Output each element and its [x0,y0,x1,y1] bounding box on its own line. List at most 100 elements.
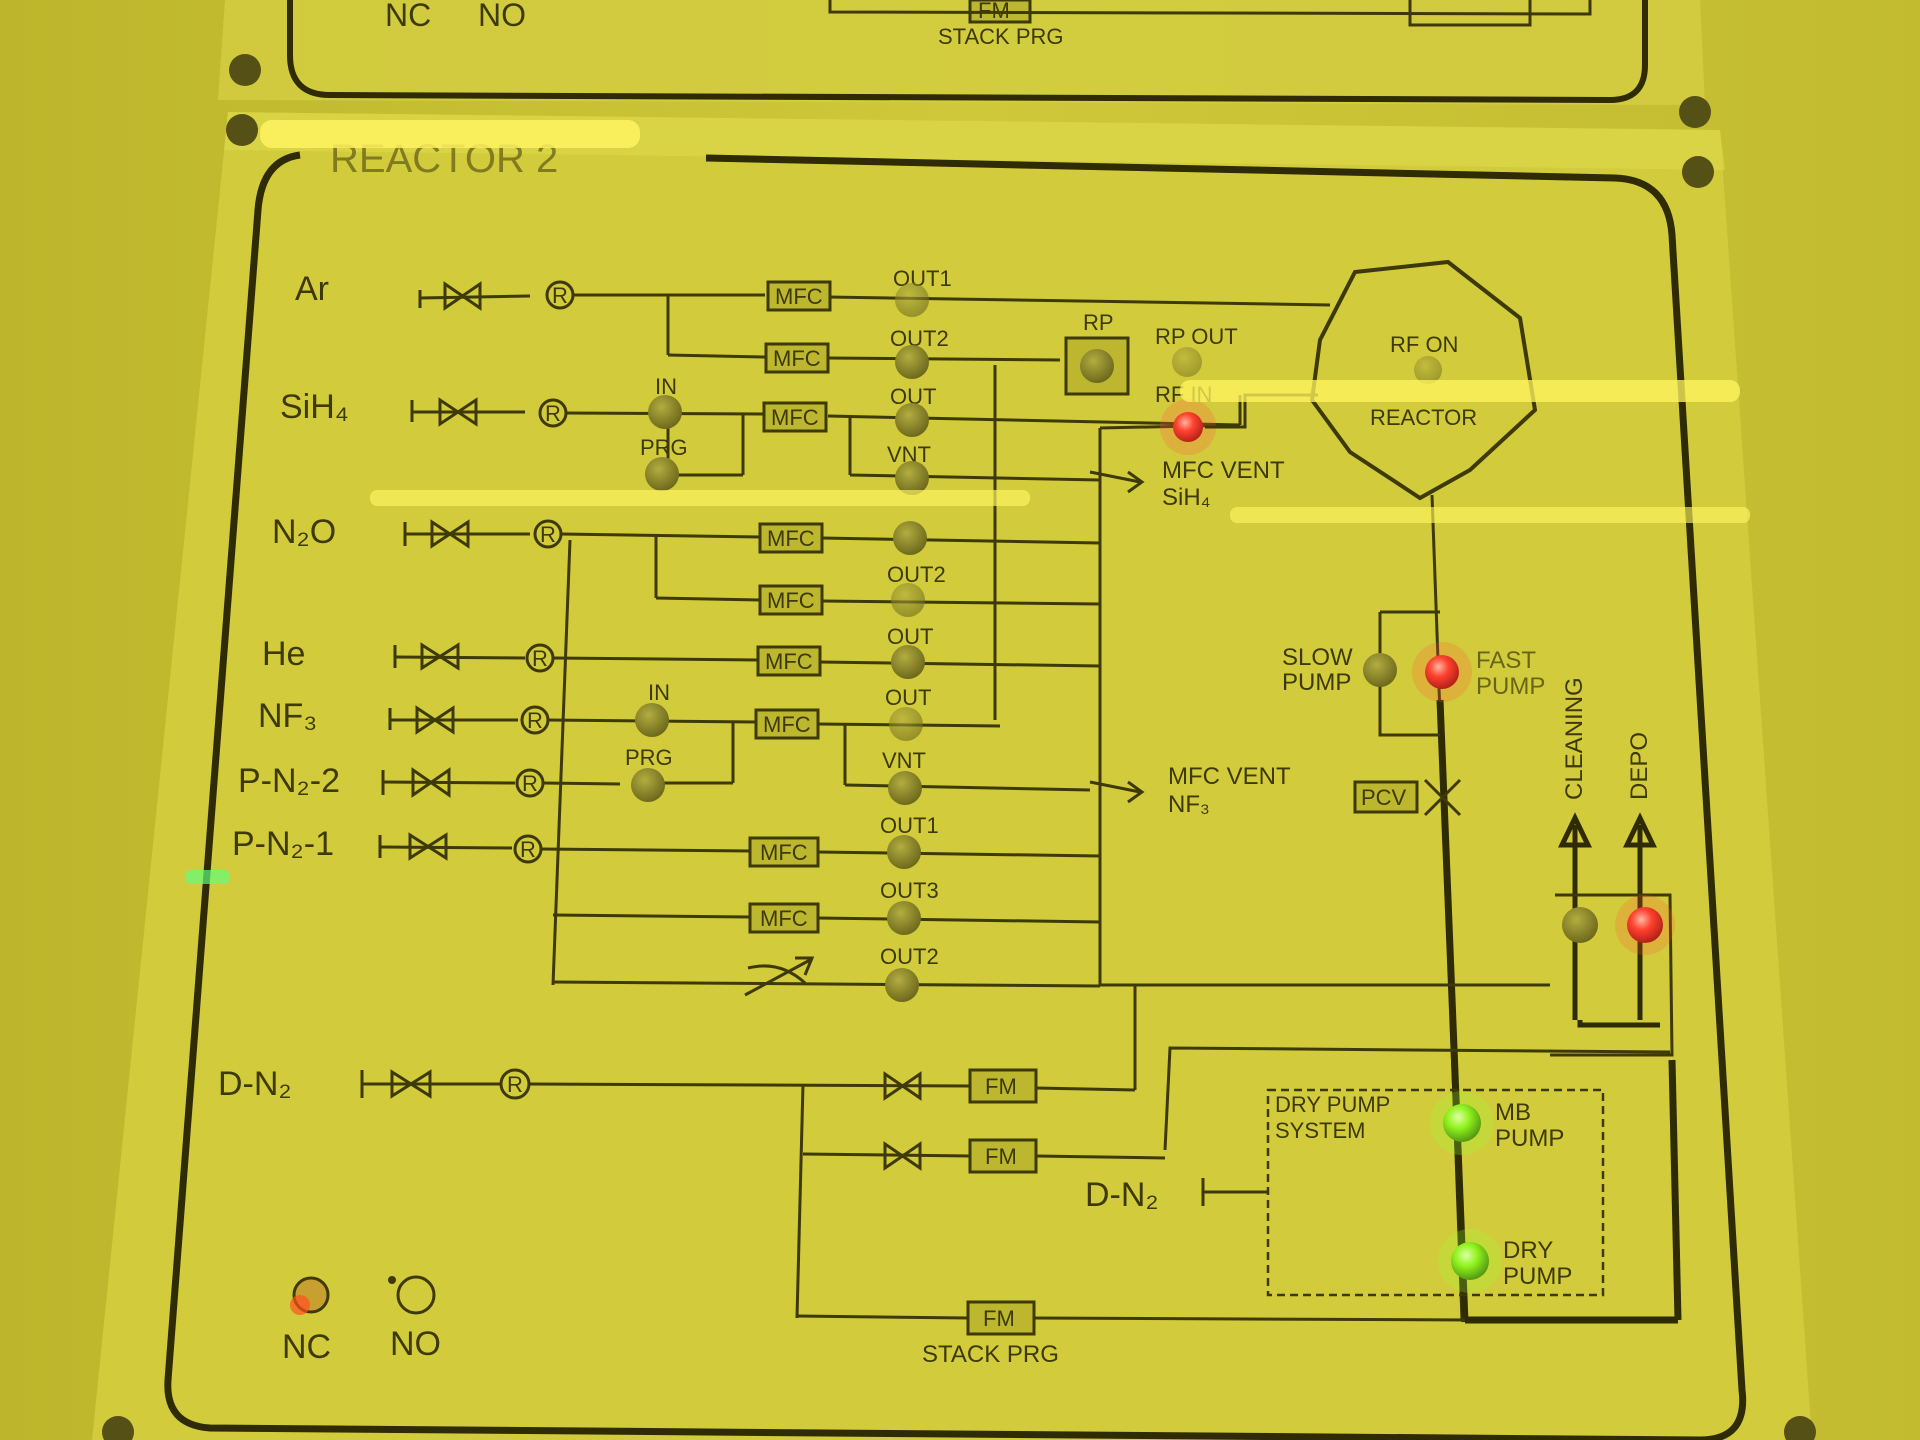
svg-text:OUT2: OUT2 [880,944,939,969]
svg-text:SYSTEM: SYSTEM [1275,1118,1365,1143]
screw-icon [1682,156,1714,188]
mfc-label: MFC [773,346,821,371]
fast-pump-led [1425,655,1459,689]
gas-schematic: Ar R SiH₄ R N₂O R [232,270,1331,997]
no-label: NO [390,1325,441,1363]
main-panel: REACTOR 2 [92,112,1812,1440]
upper-no-label: NO [478,0,526,33]
svg-text:PUMP: PUMP [1282,669,1351,696]
rp-out-led [1172,347,1202,377]
upper-panel: NC NO FM STACK PRG [218,0,1705,105]
svg-text:CLEANING: CLEANING [1561,677,1588,800]
reactor-outline [1309,259,1538,501]
svg-text:SiH₄: SiH₄ [1162,484,1210,511]
svg-text:IN: IN [655,374,677,399]
cleaning-led [1562,907,1598,943]
led-indicator [885,968,919,1002]
gas-label-he: He [262,635,305,673]
svg-text:R: R [552,283,568,308]
mfc-label: MFC [767,526,815,551]
needle-valve-icon [744,956,815,997]
screw-icon [229,54,261,86]
panel-border [164,151,1747,1440]
gas-label-pn21: P-N₂-1 [232,825,334,863]
svg-text:DRY PUMP: DRY PUMP [1275,1092,1390,1117]
gas-label-dn2: D-N₂ [218,1065,292,1103]
indicator-leds [631,283,929,1002]
svg-text:REACTOR: REACTOR [1370,405,1477,430]
svg-text:IN: IN [648,680,670,705]
valve-icon [438,397,478,427]
svg-text:PUMP: PUMP [1476,673,1545,700]
gas-label-dn2b: D-N₂ [1085,1176,1159,1214]
svg-text:OUT: OUT [885,685,931,710]
indicator-labels: OUT1 OUT2 OUT VNT IN PRG OUT2 OUT OUT IN… [625,266,952,969]
screw-icon [1784,1416,1816,1440]
d-n2-lines: D-N₂ R FM FM FM STACK PRG [218,1059,1682,1368]
valve-icon [430,519,470,549]
pcv-valve-icon [1423,778,1462,817]
gas-label-pn22: P-N₂-2 [238,762,340,800]
led-indicator [895,345,929,379]
light-reflections [185,120,1750,884]
fm-label: FM [985,1144,1017,1169]
svg-text:OUT: OUT [887,624,933,649]
led-indicator [889,707,923,741]
mfc-label: MFC [763,712,811,737]
svg-text:R: R [522,771,538,796]
dry-pump-system: DRY PUMP SYSTEM D-N₂ MB PUMP DRY PUMP [1085,1088,1605,1297]
valve-icon [408,832,448,861]
slow-pump-led [1363,653,1397,687]
svg-text:OUT2: OUT2 [887,562,946,587]
screw-icon [1679,96,1711,128]
fm-label: FM [985,1074,1017,1099]
gas-label-ar: Ar [295,270,329,308]
svg-text:PRG: PRG [625,745,673,770]
led-indicator [631,768,665,802]
svg-text:R: R [507,1072,523,1097]
rf-in-led [1173,412,1203,442]
svg-text:PRG: PRG [640,435,688,460]
led-indicator [891,645,925,679]
svg-text:SLOW: SLOW [1282,644,1353,671]
upper-stack-label: STACK PRG [938,24,1064,49]
fm-label: FM [983,1306,1015,1331]
mfc-label: MFC [771,405,819,430]
svg-text:R: R [532,646,548,671]
mfc-label: MFC [760,840,808,865]
no-led [396,1275,436,1315]
led-indicator [887,835,921,869]
depo-led [1627,907,1663,943]
svg-text:R: R [540,522,556,547]
led-indicator [895,283,929,317]
svg-text:R: R [527,708,543,733]
upper-nc-label: NC [385,0,431,33]
svg-text:NF₃: NF₃ [1168,791,1210,818]
svg-text:PCV: PCV [1361,785,1407,810]
rp-led [1080,349,1114,383]
dry-pump-led [1451,1242,1489,1280]
screw-icon [102,1416,134,1440]
led-indicator [648,395,682,429]
valve-icon [883,1141,922,1171]
pump-section: SLOW PUMP FAST PUMP PCV CLEANING DEPO [1100,494,1675,1323]
screw-icon [226,114,258,146]
svg-text:DEPO: DEPO [1626,732,1653,800]
svg-text:MFC VENT: MFC VENT [1162,457,1285,484]
stack-prg-label: STACK PRG [922,1341,1059,1368]
rf-on-led [1414,356,1442,384]
led-indicator [895,461,929,495]
mfc-label: MFC [775,284,823,309]
led-indicator [887,901,921,935]
svg-text:RF ON: RF ON [1390,332,1458,357]
valve-icon [420,642,460,671]
led-indicator [635,703,669,737]
led-indicator [895,403,929,437]
svg-text:RP: RP [1083,310,1114,335]
svg-text:DRY: DRY [1503,1237,1553,1264]
svg-text:PUMP: PUMP [1503,1263,1572,1290]
led-indicator [893,521,927,555]
svg-text:R: R [520,837,536,862]
pcv-box [1353,780,1419,814]
